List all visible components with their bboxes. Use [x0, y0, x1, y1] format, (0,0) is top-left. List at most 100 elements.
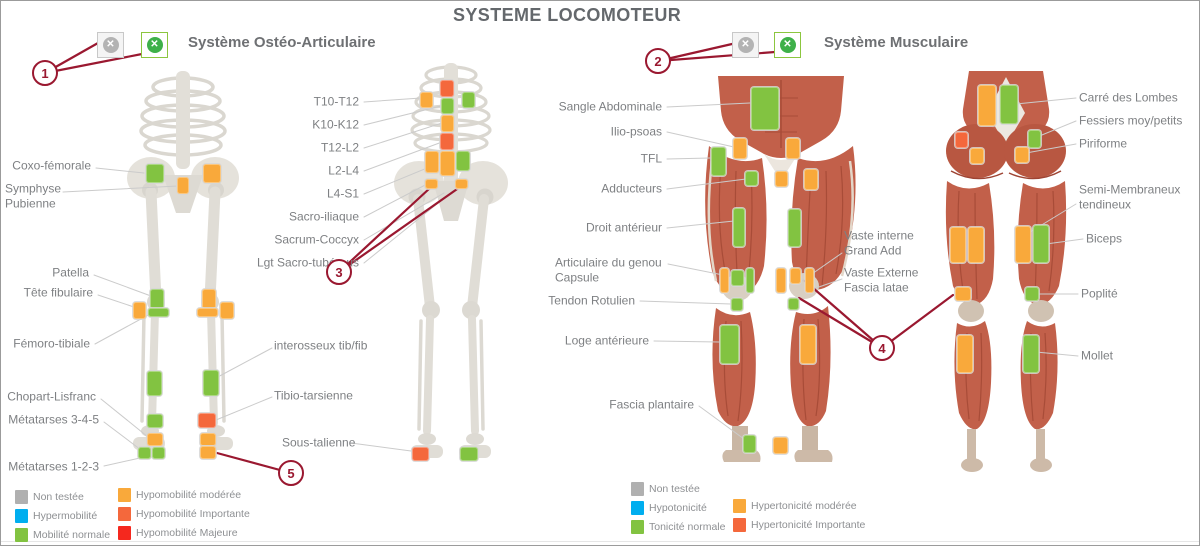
marker-tete-fibulaire-gauche[interactable]	[133, 302, 146, 319]
marker-metatarses-345-gauche[interactable]	[138, 447, 151, 459]
marker-droit-anterieur-droit[interactable]	[788, 209, 801, 247]
zone-label: Adducteurs	[601, 181, 662, 196]
marker-fascia-plantaire-droit[interactable]	[773, 437, 788, 454]
marker-tete-fibulaire-droite[interactable]	[220, 302, 234, 319]
marker-lombaire-gauche[interactable]	[425, 151, 439, 173]
marker-adducteurs-droit[interactable]	[775, 171, 788, 187]
marker-biceps-droit[interactable]	[1033, 225, 1049, 263]
marker-vaste-externe-droit[interactable]	[805, 268, 814, 293]
marker-sacro-iliaque-droite[interactable]	[455, 179, 468, 189]
marker-ilio-psoas-gauche[interactable]	[733, 138, 747, 159]
marker-mollet-droit[interactable]	[1023, 335, 1039, 373]
marker-chopart-lisfranc-gauche[interactable]	[147, 433, 163, 446]
marker-tfl-droit[interactable]	[804, 169, 818, 190]
bottom-divider	[1, 541, 1199, 542]
legend-swatch-moderee	[733, 499, 746, 513]
marker-mollet-gauche[interactable]	[957, 335, 973, 373]
marker-interosseux-droit[interactable]	[203, 370, 219, 396]
legend-label: Hypomobilité Majeure	[136, 527, 238, 539]
marker-piriforme-droit[interactable]	[1015, 147, 1029, 163]
marker-sous-talienne-droite[interactable]	[460, 447, 478, 461]
marker-patella-gauche[interactable]	[150, 289, 164, 309]
marker-semi-membraneux-gauche[interactable]	[950, 227, 966, 263]
musculaire-close-green-button[interactable]: ✕	[774, 32, 801, 58]
marker-coxo-femorale-droite[interactable]	[203, 164, 221, 183]
marker-lombaire-droite[interactable]	[456, 151, 470, 171]
legend-item: Hypomobilité Majeure	[118, 526, 250, 540]
zone-label: Coxo-fémorale	[12, 158, 91, 173]
marker-articulaire-genou-gauche[interactable]	[731, 270, 744, 286]
marker-tibio-tarsienne-droite[interactable]	[198, 413, 216, 428]
marker-metatarses-123-gauche[interactable]	[152, 447, 165, 459]
marker-tibio-tarsienne-gauche[interactable]	[147, 414, 163, 428]
legend-label: Hypotonicité	[649, 502, 707, 514]
marker-semi-membraneux-droit[interactable]	[1015, 226, 1031, 263]
marker-genou-gauche-externe[interactable]	[720, 268, 729, 293]
marker-vertebre-t12-l2[interactable]	[441, 115, 454, 132]
marker-cote-droite[interactable]	[462, 92, 475, 108]
marker-fessiers-droit[interactable]	[1028, 130, 1041, 148]
zone-label: Fascia plantaire	[609, 397, 694, 412]
legend-item: Hypermobilité	[15, 509, 110, 523]
legend-swatch-normale	[631, 520, 644, 534]
marker-loge-anterieure-droite[interactable]	[800, 325, 816, 364]
marker-interosseux-gauche[interactable]	[147, 371, 162, 396]
marker-sous-talienne-gauche[interactable]	[412, 447, 429, 461]
zone-label: Loge antérieure	[564, 333, 649, 348]
marker-fascia-plantaire-gauche[interactable]	[743, 435, 756, 453]
marker-symphyse-pubienne[interactable]	[177, 177, 189, 194]
marker-poplite-droit[interactable]	[1025, 287, 1039, 301]
marker-articulaire-genou-droit[interactable]	[790, 268, 801, 284]
marker-sacro-iliaque-gauche[interactable]	[425, 179, 438, 189]
legend-item: Hypomobilité modérée	[118, 488, 250, 502]
legend-label: Non testée	[33, 491, 84, 503]
marker-vertebre-l4-s1[interactable]	[440, 151, 455, 176]
marker-metatarses-droit[interactable]	[200, 446, 216, 459]
zone-label: Droit antérieur	[585, 220, 662, 235]
zone-label: Patella	[52, 265, 89, 280]
x-circle-green-icon: ✕	[146, 37, 163, 53]
zone-label: T12-L2	[320, 140, 359, 155]
zone-label: Mollet	[1081, 348, 1114, 363]
marker-carre-lombes-droit[interactable]	[1000, 85, 1018, 124]
marker-vertebre-k10-k12[interactable]	[441, 98, 454, 114]
zone-label: Vaste Externe Fascia latae	[844, 265, 919, 295]
marker-tendon-rotulien-gauche[interactable]	[731, 298, 743, 311]
marker-fessiers-gauche[interactable]	[955, 132, 968, 148]
marker-cote-t10-t12-gauche[interactable]	[420, 92, 433, 108]
marker-droit-anterieur-gauche[interactable]	[733, 208, 745, 247]
legend-label: Hypomobilité Importante	[136, 508, 250, 520]
legend-item: Hypertonicité modérée	[733, 499, 865, 513]
marker-adducteurs-gauche[interactable]	[745, 171, 758, 186]
marker-biceps-gauche[interactable]	[968, 227, 984, 263]
marker-femoro-tibiale-droite[interactable]	[197, 308, 218, 317]
marker-coxo-femorale-gauche[interactable]	[146, 164, 164, 183]
zone-label: Fémoro-tibiale	[13, 336, 90, 351]
marker-patella-droite[interactable]	[202, 289, 216, 309]
musculaire-clear-all-button[interactable]: ✕	[732, 32, 759, 58]
marker-sangle-abdominale[interactable]	[751, 87, 779, 130]
zone-label: Semi-Membraneux tendineux	[1079, 182, 1181, 212]
marker-vertebre-t10[interactable]	[440, 80, 454, 97]
osteo-close-green-button[interactable]: ✕	[141, 32, 168, 58]
osteo-clear-all-button[interactable]: ✕	[97, 32, 124, 58]
marker-vertebre-l2-l4[interactable]	[440, 133, 454, 150]
marker-tendon-rotulien-droit[interactable]	[788, 298, 799, 310]
marker-genou-gauche-interne[interactable]	[746, 268, 754, 293]
marker-ilio-psoas-droit[interactable]	[786, 138, 800, 159]
marker-femoro-tibiale-gauche[interactable]	[148, 308, 169, 317]
zone-label: Tibio-tarsienne	[274, 388, 353, 403]
marker-carre-lombes-gauche[interactable]	[978, 85, 996, 126]
marker-piriforme-gauche[interactable]	[970, 148, 984, 164]
marker-tfl-gauche[interactable]	[711, 147, 726, 176]
marker-loge-anterieure-gauche[interactable]	[720, 325, 739, 364]
zone-label: Sous-talienne	[282, 435, 356, 450]
zone-label: interosseux tib/fib	[274, 338, 368, 353]
marker-poplite-gauche[interactable]	[955, 287, 971, 301]
marker-chopart-lisfranc-droit[interactable]	[200, 433, 216, 446]
marker-vaste-interne-droit[interactable]	[776, 268, 786, 293]
